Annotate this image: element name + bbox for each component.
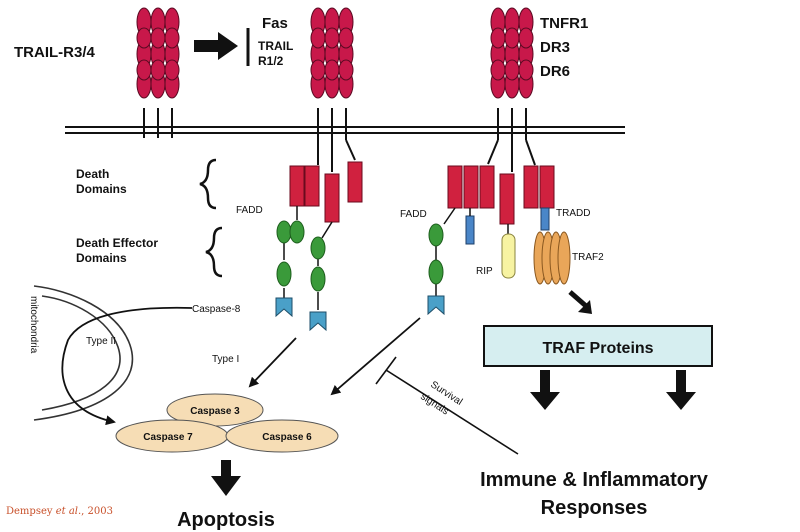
label-apoptosis: Apoptosis [177,509,275,531]
trail-r34-receptor [136,7,180,99]
apoptosis-arrow [211,460,241,496]
caspase6-oval [225,419,339,453]
receptor-subunit [310,27,326,49]
receptor-subunit [324,59,340,81]
receptor-subunit [310,59,326,81]
label-fas: Fas [262,15,288,32]
label-trail: TRAIL [258,39,293,53]
receptor-subunit [518,27,534,49]
traf-down-arrow-2 [666,370,696,410]
mitochondria-shape [33,285,134,421]
receptor-subunit [490,27,506,49]
fas-trail-receptor [310,7,354,99]
receptor-subunit [150,59,166,81]
traf2-to-box-arrow [568,290,588,308]
receptor-subunit [324,27,340,49]
label-caspase8: Caspase-8 [192,304,241,315]
fadd-complex-2 [309,221,333,332]
type-i-arrow [248,337,297,388]
fadd-to-caspase-arrow [330,317,421,396]
fadd-complex-1 [275,206,305,318]
fadd-complex-3 [427,207,456,316]
receptor-subunit [338,27,354,49]
label-caspase6: Caspase 6 [262,432,312,443]
label-death-2: Domains [76,182,127,196]
inhibit-arrow [194,28,250,66]
receptor-subunit [150,27,166,49]
traf-down-arrow-1 [530,370,560,410]
tradd-rip-traf2 [465,207,571,285]
receptor-subunit [164,27,180,49]
label-caspase7: Caspase 7 [143,432,193,443]
label-fadd-left: FADD [236,205,263,216]
label-r12: R1/2 [258,54,284,68]
label-dr6: DR6 [540,63,570,80]
brace-death-effector [205,226,223,278]
type-ii-path [61,306,193,426]
label-tnfr1: TNFR1 [540,15,588,32]
tnfr1-receptor [490,7,534,99]
label-immune-1: Immune & Inflammatory [480,469,709,491]
receptor-subunit [136,59,152,81]
death-domains-fas [289,161,363,223]
label-effector-1: Death Effector [76,236,158,250]
label-traf-proteins: TRAF Proteins [542,340,653,357]
traf-proteins-box [483,325,713,367]
caspase-cluster [115,393,339,453]
label-immune-2: Responses [541,497,648,519]
receptor-subunit [490,59,506,81]
label-death-1: Death [76,167,109,181]
label-type-i: Type I [212,354,239,365]
label-tradd: TRADD [556,208,590,219]
receptor-subunit [136,27,152,49]
label-mitochondria: mitochondria [28,296,39,354]
brace-death-domains [199,158,217,210]
label-trail-r34: TRAIL-R3/4 [14,44,95,61]
receptor-subunit [164,59,180,81]
label-traf2: TRAF2 [572,252,604,263]
receptor-stems [143,108,536,172]
label-caspase3: Caspase 3 [190,406,240,417]
label-effector-2: Domains [76,251,127,265]
receptor-subunit [504,27,520,49]
receptor-subunit [518,59,534,81]
receptor-subunit [338,59,354,81]
label-dr3: DR3 [540,39,570,56]
label-type-ii: Type II [86,336,116,347]
label-fadd-right: FADD [400,209,427,220]
receptor-subunit [504,59,520,81]
death-domains-tnfr1 [447,165,555,225]
citation: Dempsey et al., 2003 [6,506,113,517]
survival-signal-line [375,356,519,455]
label-rip: RIP [476,266,493,277]
